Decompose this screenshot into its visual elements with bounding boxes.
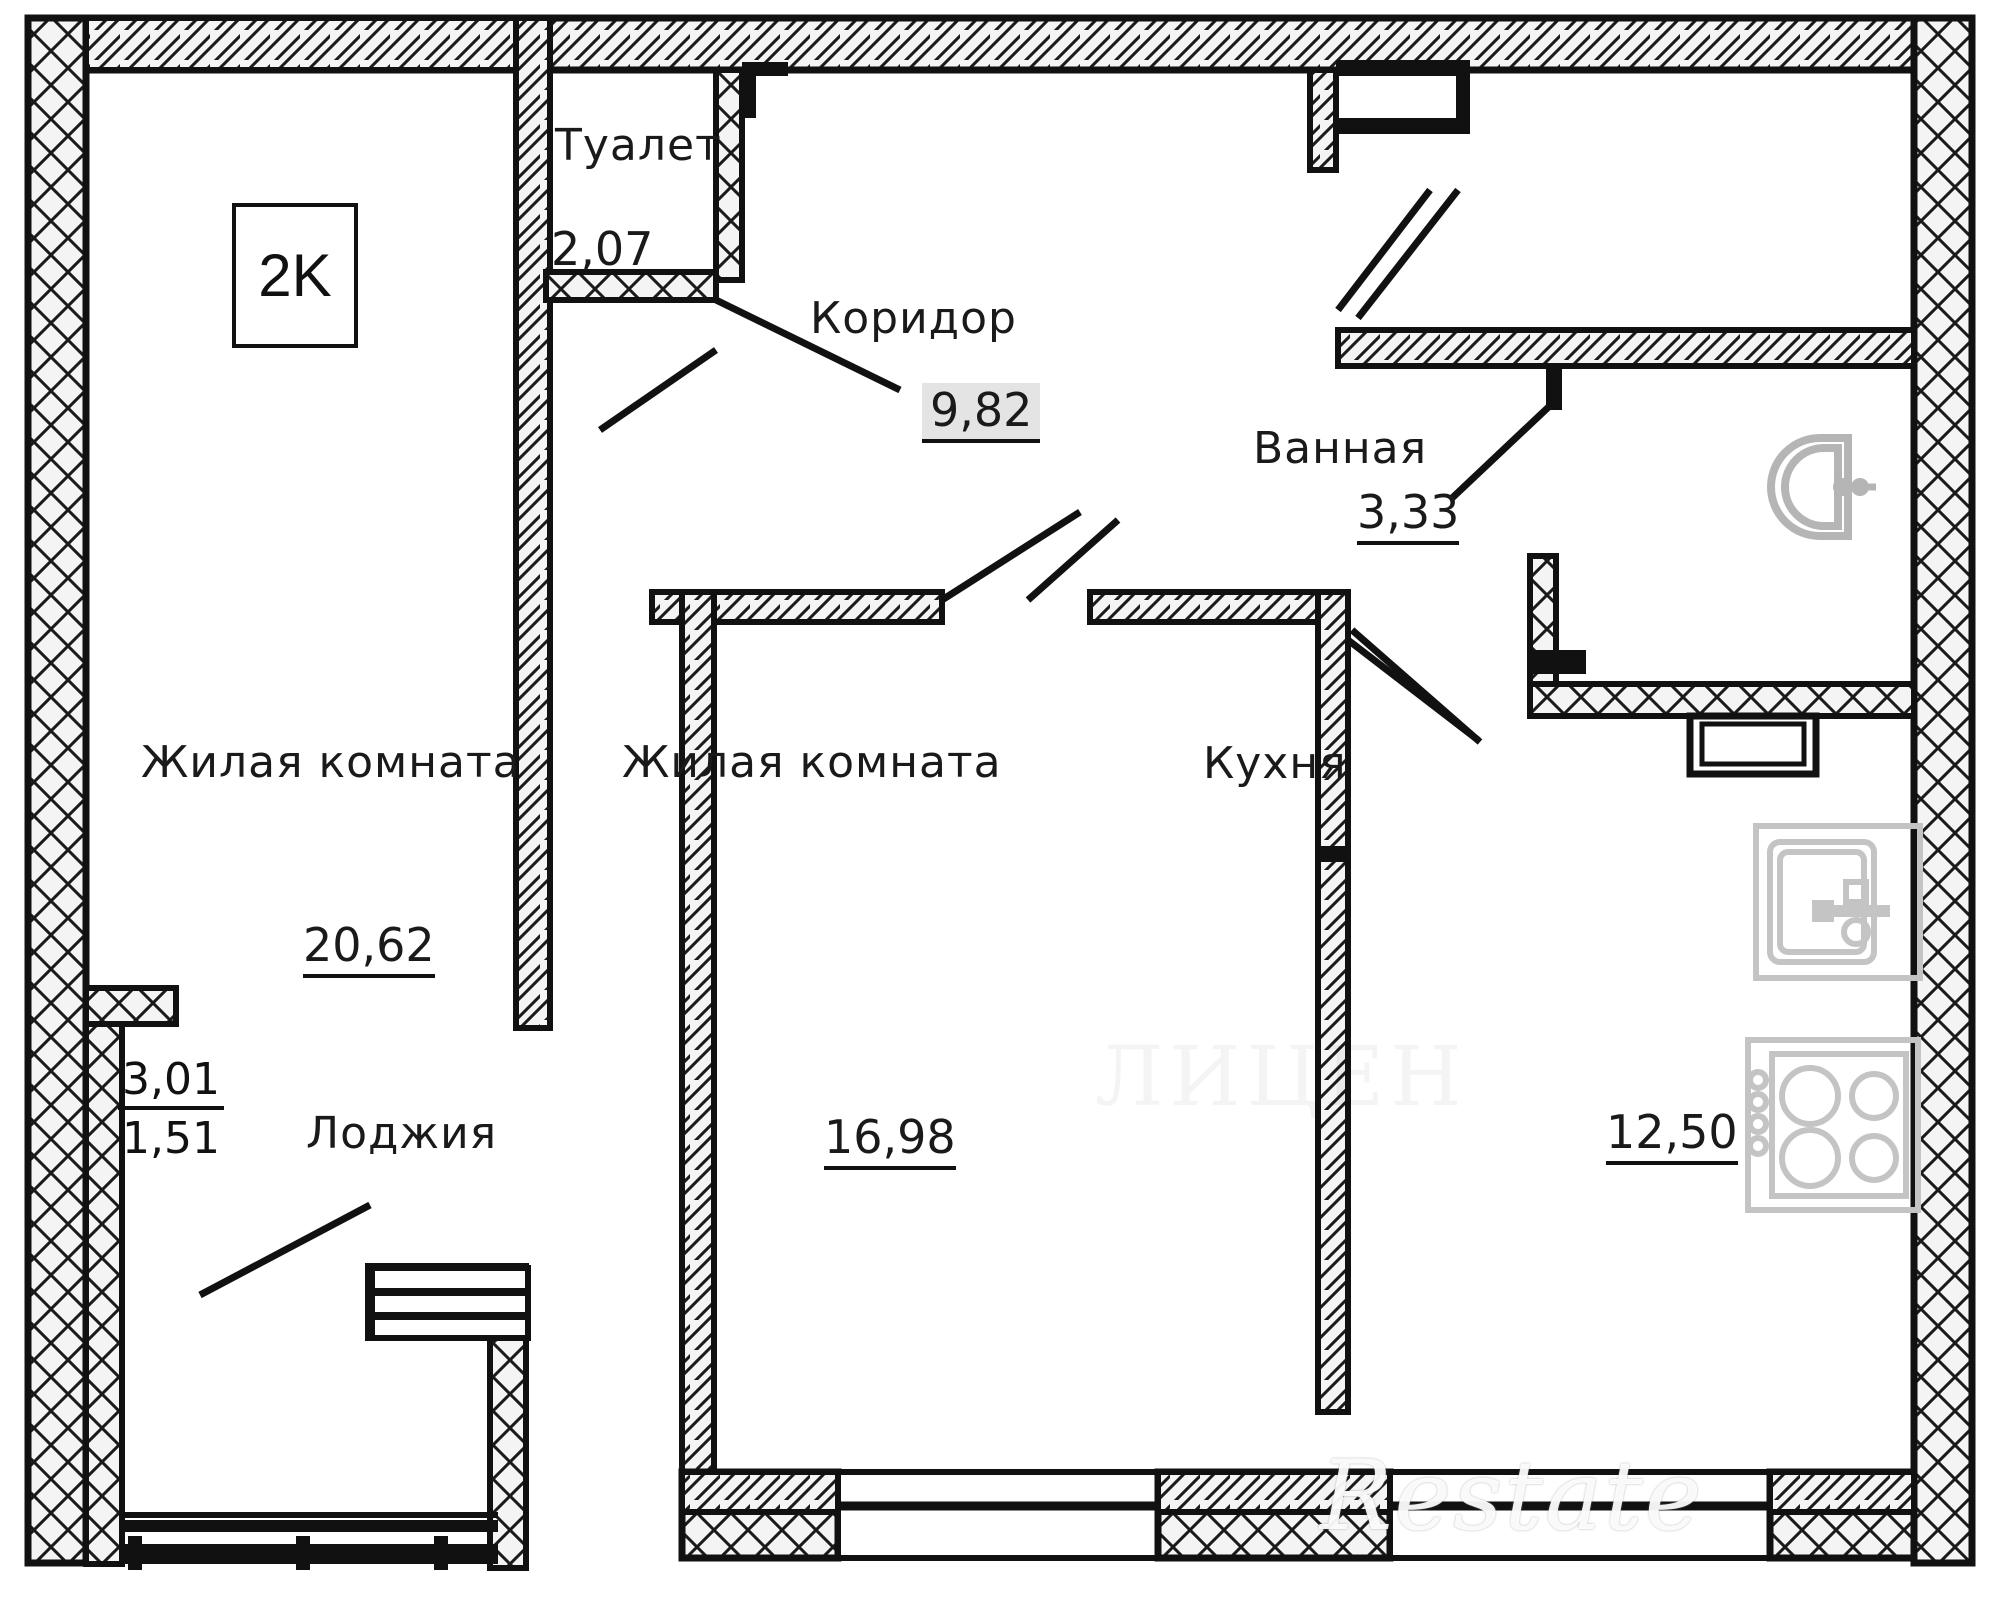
room-area-living-mid: 16,98 (824, 1110, 956, 1170)
toilet-walls (543, 62, 902, 394)
room-area-loggia-secondary: 1,51 (122, 1113, 220, 1165)
room-area-loggia: 3,01 1,51 (118, 1055, 224, 1164)
room-area-living-left: 20,62 (303, 918, 435, 978)
room-area-toilet: 2,07 (551, 222, 654, 276)
room-label-living-left: Жилая комната (141, 737, 521, 788)
bathroom-sink-icon (1767, 434, 1876, 540)
leader-lines (198, 187, 1483, 1299)
kitchen-stove-icon (1745, 1037, 1921, 1213)
entrance-walls (1307, 60, 1470, 173)
living-room-left-window (369, 1265, 531, 1341)
room-label-kitchen: Кухня (1203, 738, 1347, 789)
room-area-bathroom: 3,33 (1357, 485, 1460, 545)
living-room-left-walls (83, 15, 553, 1567)
living-room-mid-walls (649, 509, 1481, 1475)
room-area-kitchen: 12,50 (1606, 1105, 1738, 1165)
kitchen-sink-icon (1753, 823, 1923, 981)
room-label-toilet: Туалет (555, 120, 722, 171)
room-area-corridor: 9,82 (922, 383, 1041, 443)
bathroom-walls (1335, 187, 1917, 778)
bottom-walls (678, 1468, 1918, 1562)
room-label-living-mid: Жилая комната (622, 737, 1002, 788)
room-area-loggia-primary: 3,01 (118, 1055, 224, 1111)
apartment-type-tag: 2K (232, 203, 358, 348)
room-label-loggia: Лоджия (306, 1108, 498, 1159)
room-label-bathroom: Ванная (1253, 423, 1428, 474)
room-label-corridor: Коридор (810, 293, 1017, 344)
